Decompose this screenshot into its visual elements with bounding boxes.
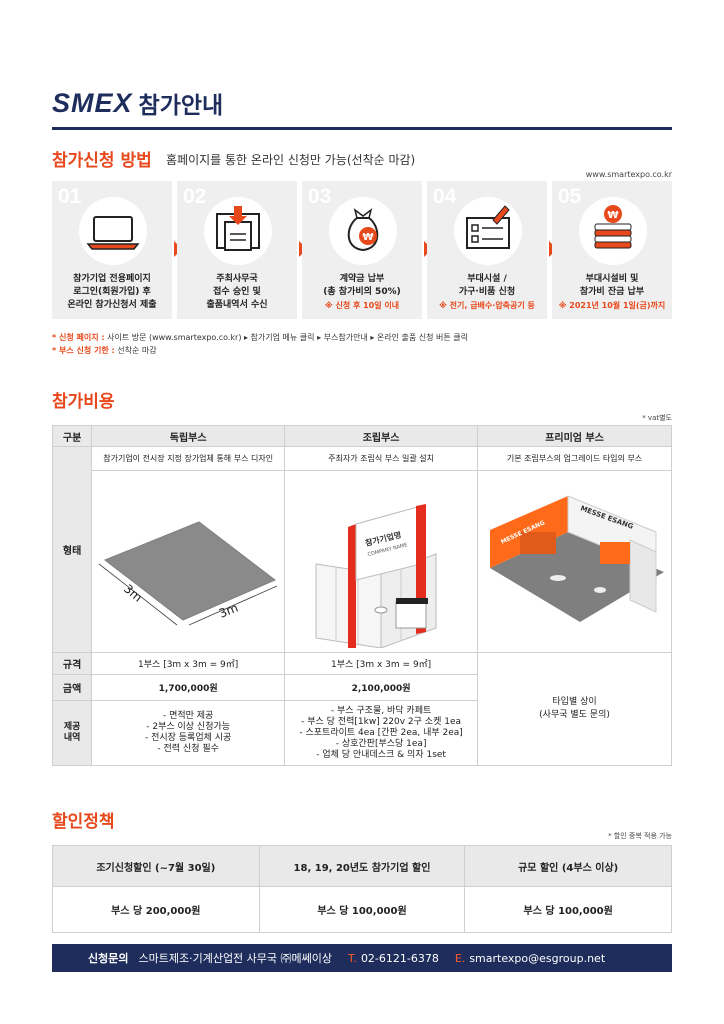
- premium-info-line: (사무국 별도 문의): [539, 710, 610, 720]
- svg-text:₩: ₩: [362, 232, 373, 243]
- discount-note: * 할인 중복 적용 가능: [608, 832, 672, 840]
- step-note: ※ 전기, 급배수·압축공기 등: [439, 301, 535, 310]
- table-header: 독립부스: [91, 425, 286, 447]
- svg-text:₩: ₩: [607, 210, 618, 221]
- step-note: ※ 2021년 10월 1일(금)까지: [558, 301, 666, 310]
- provided-item: - 상호간판[부스당 1ea]: [335, 738, 427, 749]
- row-label: 금액: [51, 674, 93, 701]
- apply-notes: * 신청 페이지 : 사이트 방문 (www.smartexpo.co.kr) …: [52, 331, 468, 357]
- price-cell: 2,100,000원: [284, 674, 479, 701]
- provided-item: - 스포트라이트 4ea [간판 2ea, 내부 2ea]: [299, 727, 463, 738]
- raw-space-floor-image: 3m 3m: [98, 521, 278, 626]
- step-text: 주최사무국 접수 승인 및 출품내역서 수신: [206, 274, 268, 310]
- discount-value: 부스 당 200,000원: [52, 886, 260, 933]
- premium-info-cell: 타입별 상이 (사무국 별도 문의): [477, 652, 672, 766]
- step-3: 03 ₩ 계약금 납부 (총 참가비의 50%) ※ 신청 후 10일 이내: [302, 181, 422, 319]
- money-bag-icon: ₩: [329, 197, 397, 265]
- premium-booth-image: MESSE ESANG MESSE ESANG: [489, 495, 664, 622]
- step-text: 참가기업 전용페이지 로그인(회원가입) 후 온라인 참가신청서 제출: [67, 274, 157, 310]
- price-cell: 1,700,000원: [91, 674, 286, 701]
- table-header-row: 조기신청할인 (~7월 30일) 18, 19, 20년도 참가기업 할인 규모…: [52, 845, 672, 887]
- provided-item: - 업체 당 안내데스크 & 의자 1set: [316, 749, 446, 760]
- contact-tel[interactable]: 02-6121-6378: [360, 951, 439, 965]
- table-header: 조립부스: [284, 425, 479, 447]
- step-text: 부대시설 / 가구·비품 신청 ※ 전기, 급배수·압축공기 등: [427, 273, 547, 312]
- shell-booth-image-cell: 참가기업명 COMPANY NAME: [284, 470, 479, 653]
- step-text: 계약금 납부 (총 참가비의 50%) ※ 신청 후 10일 이내: [302, 273, 422, 312]
- raw-space-image-cell: 3m 3m: [91, 470, 286, 653]
- step-number: 05: [558, 185, 582, 208]
- shell-booth-image: 참가기업명 COMPANY NAME: [315, 504, 437, 649]
- contact-email[interactable]: smartexpo@esgroup.net: [469, 951, 606, 965]
- booth-desc: 주최자가 조립식 부스 일괄 설치: [284, 446, 479, 471]
- apply-subtitle: 홈페이지를 통한 온라인 신청만 가능(선착순 마감): [166, 153, 416, 167]
- premium-info-line: 타입별 상이: [552, 697, 597, 707]
- row-label: 형태: [51, 446, 93, 653]
- step-number: 04: [433, 185, 457, 208]
- contact-org: 스마트제조·기계산업전 사무국 ㈜메쎄이상: [138, 952, 333, 965]
- discount-section-title: 할인정책: [52, 812, 115, 832]
- provided-shell-cell: - 부스 구조물, 바닥 카페트 - 부스 당 전력[1kw] 220v 2구 …: [284, 700, 479, 766]
- step-note: ※ 신청 후 10일 이내: [324, 301, 400, 310]
- table-row: 부스 당 200,000원 부스 당 100,000원 부스 당 100,000…: [52, 886, 672, 933]
- table-header-row: 구분 독립부스 조립부스 프리미엄 부스: [51, 425, 672, 447]
- dimension-label: 3m: [217, 601, 240, 621]
- header-divider: [52, 127, 672, 130]
- table-row: 금액 1,700,000원 2,100,000원: [51, 674, 672, 701]
- smex-logo: SMEX: [52, 87, 133, 118]
- page-header: SMEX 참가안내: [52, 86, 223, 120]
- table-header: 구분: [51, 425, 93, 447]
- discount-table: 조기신청할인 (~7월 30일) 18, 19, 20년도 참가기업 할인 규모…: [52, 845, 672, 933]
- table-header: 조기신청할인 (~7월 30일): [52, 845, 260, 887]
- provided-raw-cell: - 면적만 제공 - 2부스 이상 신청가능 - 전시장 등록업체 시공 - 전…: [91, 700, 286, 766]
- form-edit-icon: [454, 197, 522, 265]
- booth-desc: 참가기업이 전시장 지정 장가업체 통해 부스 디자인: [91, 446, 286, 471]
- table-row: 형태 참가기업이 전시장 지정 장가업체 통해 부스 디자인 주최자가 조립식 …: [51, 446, 672, 653]
- provided-item: - 2부스 이상 신청가능: [146, 722, 231, 732]
- step-number: 02: [183, 185, 207, 208]
- provided-item: - 전시장 등록업체 시공: [144, 733, 232, 743]
- step-5: 05 ₩ 부대시설비 및 참가비 잔금 납부 ※ 2021년 10월 1일(금)…: [552, 181, 672, 319]
- row-label: 제공 내역: [51, 700, 93, 766]
- coin-stack-icon: ₩: [579, 197, 647, 265]
- fees-section-title: 참가비용: [52, 392, 115, 412]
- discount-value: 부스 당 100,000원: [258, 886, 466, 933]
- table-row: 제공 내역 - 면적만 제공 - 2부스 이상 신청가능 - 전시장 등록업체 …: [51, 700, 672, 766]
- booth-desc: 기본 조립부스의 업그레이드 타입의 부스: [477, 446, 672, 471]
- discount-value: 부스 당 100,000원: [464, 886, 672, 933]
- table-header: 규모 할인 (4부스 이상): [464, 845, 672, 887]
- page-title: 참가안내: [138, 93, 224, 119]
- site-url: www.smartexpo.co.kr: [585, 170, 672, 179]
- provided-item: - 부스 구조물, 바닥 카페트: [330, 705, 432, 716]
- provided-item: - 전력 신청 필수: [157, 744, 219, 754]
- table-header: 18, 19, 20년도 참가기업 할인: [258, 845, 466, 887]
- premium-booth-image-cell: MESSE ESANG MESSE ESANG: [477, 470, 672, 653]
- step-2: 02 주최사무국 접수 승인 및 출품내역서 수신: [177, 181, 297, 319]
- laptop-icon: [79, 197, 147, 265]
- provided-item: - 부스 당 전력[1kw] 220v 2구 소켓 1ea: [301, 716, 462, 727]
- step-number: 01: [58, 185, 82, 208]
- note-line: * 신청 페이지 : 사이트 방문 (www.smartexpo.co.kr) …: [52, 333, 469, 342]
- apply-section-title: 참가신청 방법: [52, 151, 152, 171]
- apply-steps: 01 참가기업 전용페이지 로그인(회원가입) 후 온라인 참가신청서 제출 0…: [52, 181, 672, 319]
- size-cell: 1부스 [3m x 3m = 9㎡]: [91, 652, 286, 675]
- step-text: 부대시설비 및 참가비 잔금 납부 ※ 2021년 10월 1일(금)까지: [552, 273, 672, 312]
- vat-note: * vat별도: [642, 414, 672, 422]
- email-key: E.: [454, 951, 466, 965]
- table-row: 3m 3m 참가기업명 COMPANY NAME: [53, 470, 672, 653]
- step-1: 01 참가기업 전용페이지 로그인(회원가입) 후 온라인 참가신청서 제출: [52, 181, 172, 319]
- provided-item: - 면적만 제공: [162, 711, 214, 721]
- row-label: 규격: [51, 652, 93, 675]
- contact-footer: 신청문의 스마트제조·기계산업전 사무국 ㈜메쎄이상 T. 02-6121-63…: [52, 944, 672, 972]
- note-line: * 부스 신청 기한 : 선착순 마감: [52, 346, 157, 355]
- table-row: 규격 1부스 [3m x 3m = 9㎡] 1부스 [3m x 3m = 9㎡]…: [51, 652, 672, 766]
- step-4: 04 부대시설 / 가구·비품 신청 ※ 전기, 급배수·압축공기 등: [427, 181, 547, 319]
- size-cell: 1부스 [3m x 3m = 9㎡]: [284, 652, 479, 675]
- document-download-icon: [204, 197, 272, 265]
- table-header: 프리미엄 부스: [477, 425, 672, 447]
- contact-label: 신청문의: [88, 952, 129, 965]
- step-number: 03: [308, 185, 332, 208]
- fees-table: 구분 독립부스 조립부스 프리미엄 부스 형태 참가기업이 전시장 지정 장가업…: [51, 425, 672, 766]
- tel-key: T.: [348, 951, 357, 965]
